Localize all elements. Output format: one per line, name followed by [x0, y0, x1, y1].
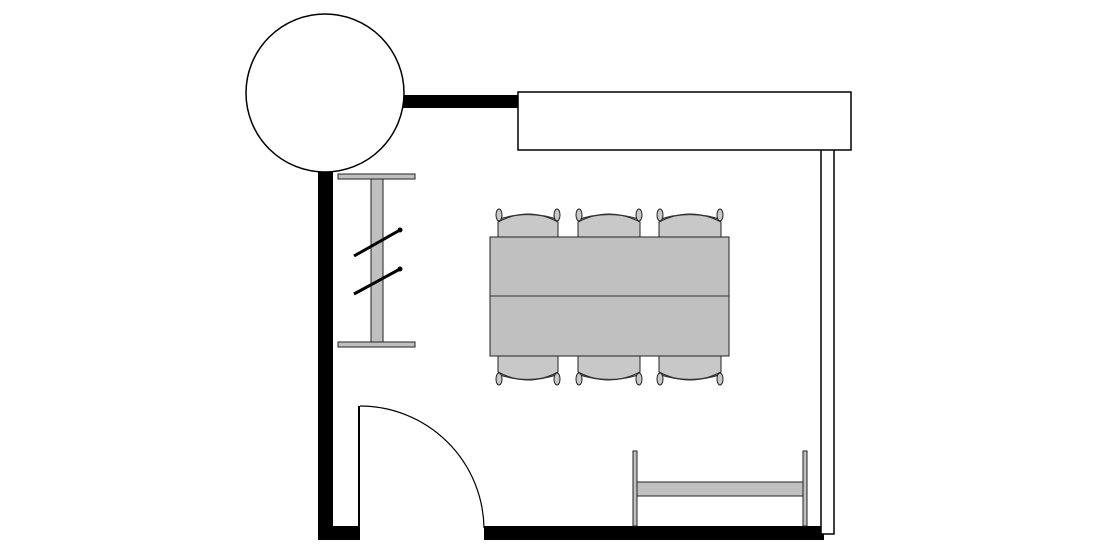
chair-back — [576, 213, 642, 221]
coat-rack — [337, 173, 416, 348]
chair-back — [496, 373, 560, 381]
chair-bottom-1 — [495, 355, 561, 386]
coat-rack-bottom-bar — [337, 341, 416, 348]
door-jamb — [358, 406, 360, 528]
dining-table — [489, 236, 730, 357]
chair-arm-left — [495, 208, 503, 222]
chair-arm-left — [656, 372, 664, 386]
chair-back — [576, 373, 642, 381]
chairs-bottom-row — [495, 355, 724, 386]
chair-back — [657, 213, 723, 221]
bench-leg-left — [632, 450, 638, 527]
bench — [632, 450, 808, 527]
bench-leg-right — [802, 450, 808, 527]
coat-rack-top-bar — [337, 173, 416, 180]
bottom-wall-left — [318, 526, 360, 540]
chair-arm-right — [716, 372, 724, 386]
coat-rack-pole — [370, 178, 384, 343]
chair-arm-left — [575, 208, 583, 222]
left-wall — [318, 172, 333, 540]
chair-top-2 — [575, 208, 643, 239]
coat-hanger-2-knob — [397, 266, 403, 272]
right-wall — [820, 148, 835, 535]
chairs-top-row — [495, 208, 724, 239]
door-swing — [359, 405, 485, 529]
chair-bottom-3 — [656, 355, 724, 386]
chair-bottom-2 — [575, 355, 643, 386]
top-wall — [403, 95, 520, 108]
chair-arm-right — [635, 372, 643, 386]
coat-hanger-1-knob — [397, 227, 403, 233]
chair-back — [657, 373, 723, 381]
chair-arm-left — [656, 208, 664, 222]
walls — [318, 91, 852, 540]
chair-top-1 — [495, 208, 561, 239]
chair-top-3 — [656, 208, 724, 239]
chair-arm-right — [553, 208, 561, 222]
counter-top — [517, 91, 852, 151]
bottom-wall-right — [484, 526, 824, 540]
chair-arm-left — [495, 372, 503, 386]
chair-arm-left — [575, 372, 583, 386]
chair-arm-right — [716, 208, 724, 222]
bench-seat — [636, 481, 804, 497]
chair-back — [496, 213, 560, 221]
chair-arm-right — [553, 372, 561, 386]
chair-arm-right — [635, 208, 643, 222]
coat-hanger-1 — [353, 228, 401, 258]
circular-column — [245, 13, 405, 173]
coat-hanger-2 — [353, 267, 401, 296]
